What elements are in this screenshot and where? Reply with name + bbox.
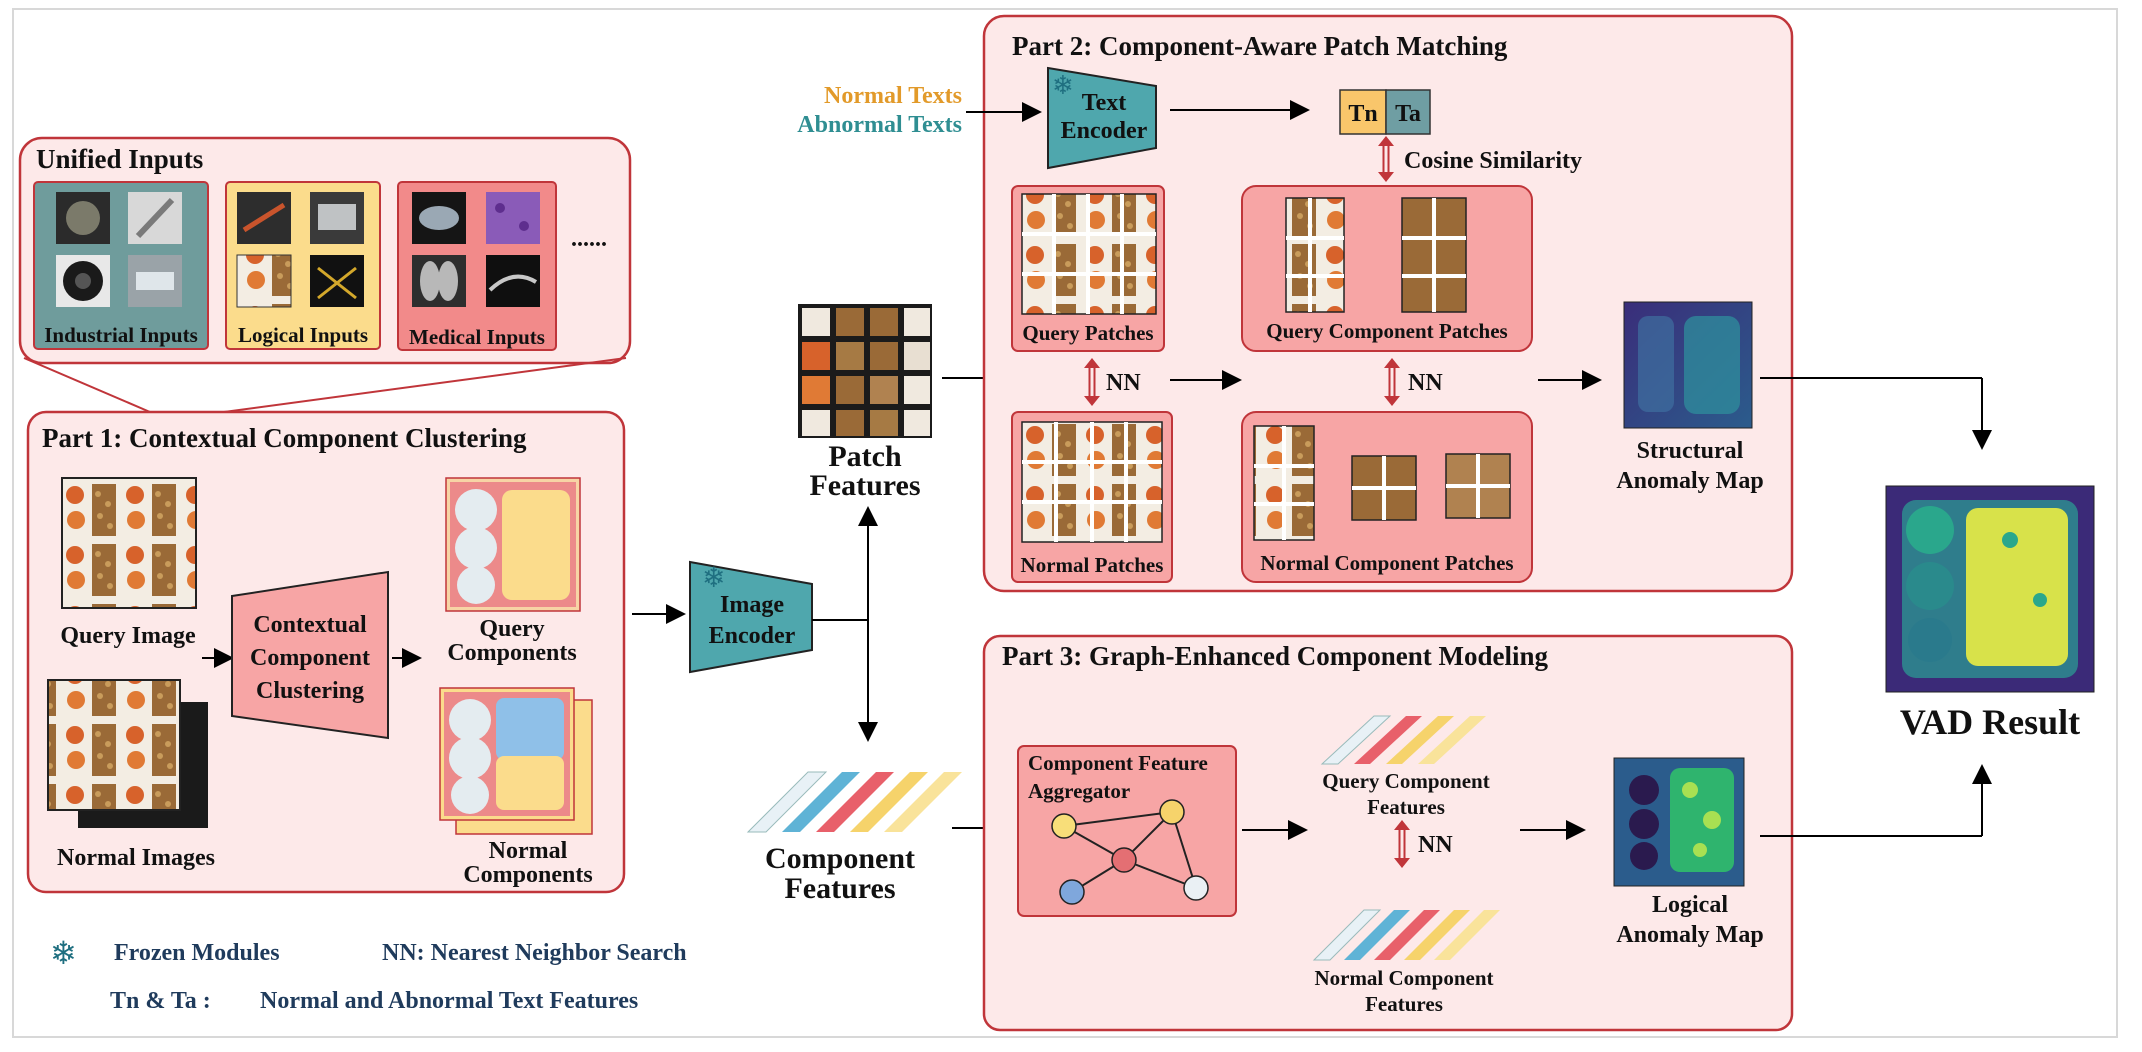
image-encoder-label-2: Encoder	[709, 623, 796, 649]
nn-label-2: NN	[1408, 370, 1443, 396]
nn-double-arrow-2	[1384, 358, 1400, 406]
structural-anomaly-map	[1623, 301, 1753, 429]
logical-inputs-label: Logical Inputs	[238, 323, 368, 347]
patch-features-label-1: Patch	[828, 440, 902, 473]
abnormal-texts-label: Abnormal Texts	[797, 112, 962, 138]
legend-snowflake-icon: ❄	[50, 935, 77, 971]
query-image-label: Query Image	[60, 623, 196, 649]
graph-node-red	[1111, 847, 1137, 873]
unified-inputs-title: Unified Inputs	[36, 144, 203, 174]
figure-frame	[12, 8, 2118, 1038]
nn-label-1: NN	[1106, 370, 1141, 396]
frozen-snowflake-icon: ❄	[702, 563, 725, 594]
logical-thumb-3	[236, 254, 292, 308]
query-components-label-2: Components	[447, 640, 576, 666]
logical-inputs-group: Logical Inputs	[225, 181, 381, 350]
component-features-label-2: Features	[784, 872, 895, 905]
normal-patches-label: Normal Patches	[1021, 553, 1164, 577]
text-encoder-label-1: Text	[1082, 90, 1126, 116]
logical-thumb-4	[310, 255, 364, 307]
part1-panel: Part 1: Contextual Component Clustering …	[26, 410, 626, 894]
normal-components-maps	[439, 687, 593, 835]
text-encoder-label-2: Encoder	[1061, 118, 1148, 144]
logical-map-label-2: Anomaly Map	[1616, 922, 1763, 948]
query-components-map	[445, 477, 581, 612]
legend-tn-ta-key: Tn & Ta :	[110, 988, 211, 1014]
patch-features-grid	[798, 304, 932, 438]
query-features-label-1: Query Component	[1322, 769, 1489, 793]
vad-result-label: VAD Result	[1900, 702, 2080, 742]
normal-components-label-2: Components	[463, 862, 592, 888]
normal-component-feature-bars	[1312, 909, 1500, 961]
industrial-inputs-label: Industrial Inputs	[44, 323, 198, 347]
text-encoder: ❄ Text Encoder	[1047, 66, 1157, 170]
normal-texts-label: Normal Texts	[824, 83, 962, 109]
normal-patches-box: Normal Patches	[1011, 411, 1173, 583]
medical-inputs-group: Medical Inputs	[397, 181, 557, 351]
unified-inputs-panel: Unified Inputs Industrial Inputs	[18, 136, 632, 365]
legend-nn-label: NN: Nearest Neighbor Search	[382, 940, 687, 966]
query-features-label-2: Features	[1367, 795, 1445, 819]
clustering-module	[231, 570, 389, 740]
graph-node-light	[1183, 875, 1209, 901]
clustering-label-1: Contextual	[253, 612, 367, 638]
graph-node-blue	[1059, 879, 1085, 905]
tn-label: Tn	[1348, 101, 1377, 127]
query-component-patches-box: Query Component Patches	[1241, 185, 1533, 352]
legend-tn-ta-value: Normal and Abnormal Text Features	[260, 988, 638, 1014]
legend-frozen-label: Frozen Modules	[114, 940, 280, 966]
graph-node-yellow-1	[1051, 813, 1077, 839]
medical-inputs-label: Medical Inputs	[409, 325, 545, 349]
logical-anomaly-map	[1613, 757, 1745, 887]
query-components-label-1: Query	[479, 616, 544, 642]
cosine-similarity-label: Cosine Similarity	[1404, 148, 1582, 174]
more-inputs-ellipsis: ......	[571, 226, 607, 252]
query-image	[61, 477, 197, 609]
part1-title: Part 1: Contextual Component Clustering	[42, 423, 527, 453]
normal-component-patches-box: Normal Component Patches	[1241, 411, 1533, 583]
normal-components-label-1: Normal	[489, 838, 568, 864]
query-patches-box: Query Patches	[1011, 185, 1165, 352]
normal-image-front	[47, 679, 181, 811]
image-encoder-label-1: Image	[720, 592, 784, 618]
aggregator-label-1: Component Feature	[1028, 751, 1208, 775]
patch-features-label-2: Features	[809, 469, 920, 502]
part3-title: Part 3: Graph-Enhanced Component Modelin…	[1002, 641, 1549, 671]
nn-double-arrow-3	[1394, 820, 1410, 868]
part3-panel: Part 3: Graph-Enhanced Component Modelin…	[982, 634, 1794, 1032]
part2-title: Part 2: Component-Aware Patch Matching	[1012, 31, 1508, 61]
graph-node-yellow-2	[1159, 799, 1185, 825]
component-features-label-1: Component	[765, 842, 915, 875]
structural-map-label-1: Structural	[1637, 438, 1744, 464]
text-features-tn-ta: Tn Ta	[1339, 89, 1431, 135]
query-component-patches-label: Query Component Patches	[1266, 319, 1507, 343]
normal-images-label: Normal Images	[57, 845, 215, 871]
ta-label: Ta	[1395, 101, 1421, 127]
query-component-feature-bars	[1320, 715, 1486, 765]
normal-features-label-1: Normal Component	[1314, 966, 1493, 990]
component-feature-aggregator: Component Feature Aggregator	[1017, 745, 1237, 917]
vad-result-map	[1885, 485, 2095, 693]
image-encoder: ❄ Image Encoder	[689, 560, 813, 674]
normal-features-label-2: Features	[1365, 992, 1443, 1016]
normal-component-patches-label: Normal Component Patches	[1260, 551, 1513, 575]
nn-double-arrow-1	[1084, 358, 1100, 406]
clustering-label-3: Clustering	[256, 678, 364, 704]
query-patches-label: Query Patches	[1022, 321, 1153, 345]
structural-map-label-2: Anomaly Map	[1616, 468, 1763, 494]
cosine-double-arrow	[1378, 136, 1394, 182]
clustering-label-2: Component	[250, 645, 370, 671]
part2-panel: Part 2: Component-Aware Patch Matching N…	[797, 14, 1794, 593]
component-features-bars	[746, 771, 962, 833]
medical-thumb-2	[486, 192, 540, 244]
text-encoder-snowflake-icon: ❄	[1052, 71, 1074, 100]
aggregator-label-2: Aggregator	[1028, 779, 1130, 803]
industrial-inputs-group: Industrial Inputs	[33, 181, 209, 350]
logical-map-label-1: Logical	[1652, 892, 1728, 918]
legend: ❄ Frozen Modules NN: Nearest Neighbor Se…	[50, 935, 687, 1014]
nn-label-3: NN	[1418, 832, 1453, 858]
